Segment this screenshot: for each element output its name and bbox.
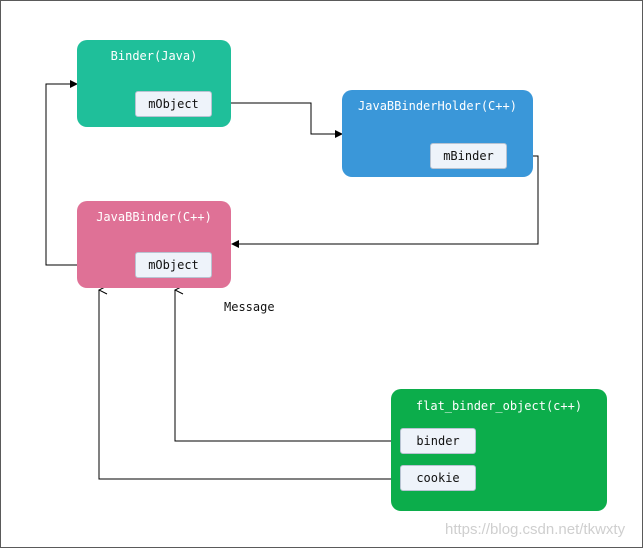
flat-binder-object-node: flat_binder_object(c++) binder cookie (391, 389, 607, 511)
binder-java-title: Binder(Java) (110, 49, 198, 63)
binder-java-mobject-field: mObject (135, 91, 212, 117)
message-edge-label: Message (224, 300, 275, 314)
javabbinderholder-title: JavaBBinderHolder(C++) (358, 99, 517, 113)
javabbinder-title: JavaBBinder(C++) (96, 210, 212, 224)
edge-binder-field-to-javabbinder (175, 290, 400, 442)
watermark-text: https://blog.csdn.net/tkwxty (445, 521, 626, 538)
flat-binder-object-binder-field: binder (400, 428, 476, 454)
binder-java-node: Binder(Java) mObject (77, 40, 231, 127)
javabbinder-node: JavaBBinder(C++) mObject (77, 201, 231, 288)
javabbinderholder-mbinder-field: mBinder (430, 143, 507, 169)
javabbinder-mobject-field: mObject (135, 252, 212, 278)
flat-binder-object-title: flat_binder_object(c++) (415, 399, 583, 413)
edge-cookie-field-to-javabbinder (99, 290, 400, 480)
edge-binder-java-to-holder (212, 102, 343, 138)
javabbinderholder-node: JavaBBinderHolder(C++) mBinder (342, 90, 533, 177)
flat-binder-object-cookie-field: cookie (400, 465, 476, 491)
